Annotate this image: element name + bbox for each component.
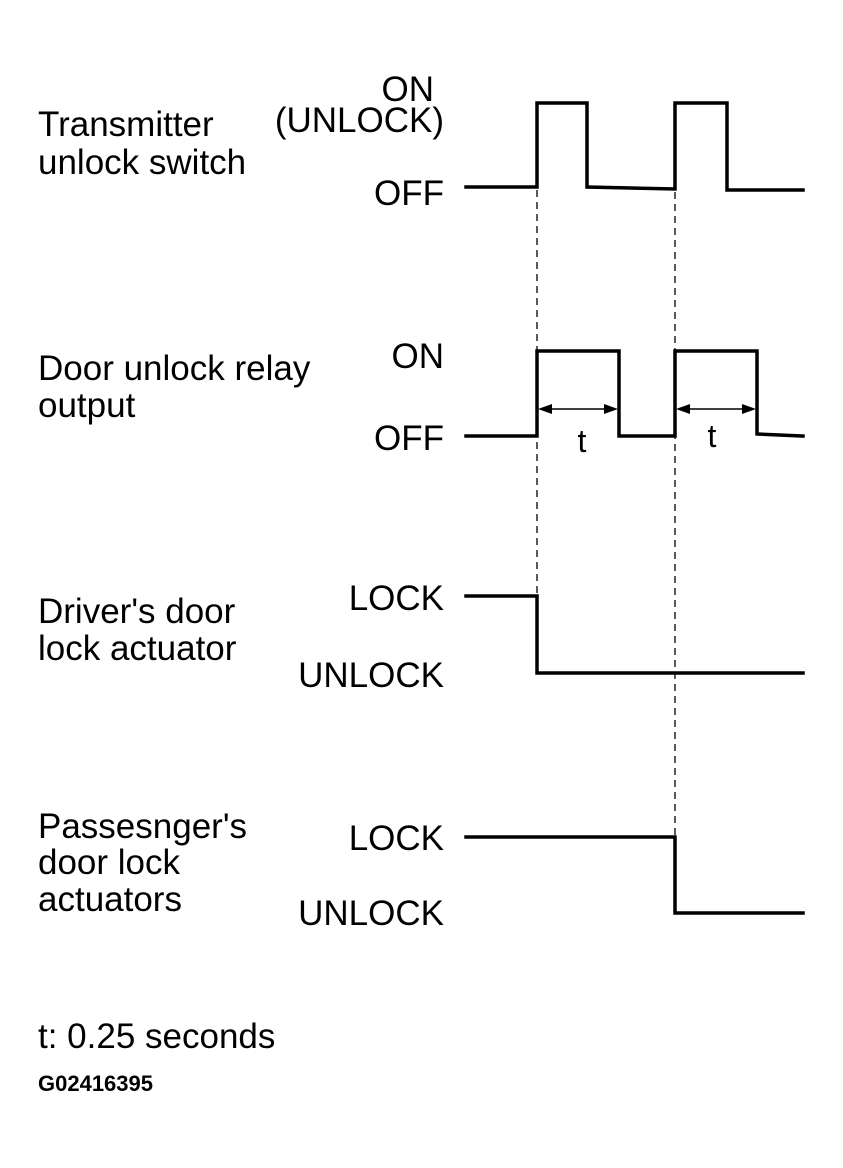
waveform	[464, 594, 805, 675]
arrowhead-right	[604, 404, 618, 414]
signal-name-line: Driver's door	[38, 592, 236, 631]
waveform	[464, 349, 805, 438]
state-low-label: OFF	[374, 174, 444, 213]
signal-name-line: Door unlock relay	[38, 349, 311, 388]
waveform	[464, 101, 805, 192]
state-high-label: LOCK	[349, 819, 444, 858]
duration-label: t	[578, 423, 587, 459]
state-low-label: UNLOCK	[298, 656, 444, 695]
duration-marker: t	[538, 404, 618, 459]
arrowhead-right	[742, 404, 756, 414]
signal-name-line: lock actuator	[38, 629, 237, 668]
state-low-label: OFF	[374, 419, 444, 458]
arrowhead-left	[538, 404, 552, 414]
state-high-label: ON	[392, 337, 445, 376]
signal-name-line: Passesnger's	[38, 807, 247, 846]
duration-marker: t	[676, 404, 756, 454]
duration-note: t: 0.25 seconds	[38, 1017, 275, 1056]
signal-transmitter-unlock-switch: Transmitter unlock switch ON (UNLOCK) OF…	[38, 70, 805, 213]
signal-door-unlock-relay-output: Door unlock relay output ON OFF t t	[38, 337, 805, 459]
arrowhead-left	[676, 404, 690, 414]
signal-name-line: Transmitter	[38, 105, 214, 144]
signal-name-line: unlock switch	[38, 143, 246, 182]
waveform	[464, 835, 805, 915]
state-high-label: ON	[382, 70, 435, 109]
signal-name-line: door lock	[38, 843, 181, 882]
signal-name-line: output	[38, 386, 136, 425]
state-low-label: UNLOCK	[298, 894, 444, 933]
signal-passengers-door-lock-actuators: Passesnger's door lock actuators LOCK UN…	[38, 807, 805, 933]
state-high-label: (UNLOCK)	[275, 101, 444, 140]
duration-label: t	[708, 418, 717, 454]
signal-name-line: actuators	[38, 880, 182, 919]
state-high-label: LOCK	[349, 579, 444, 618]
signal-drivers-door-lock-actuator: Driver's door lock actuator LOCK UNLOCK	[38, 579, 805, 695]
figure-code: G02416395	[38, 1071, 153, 1096]
